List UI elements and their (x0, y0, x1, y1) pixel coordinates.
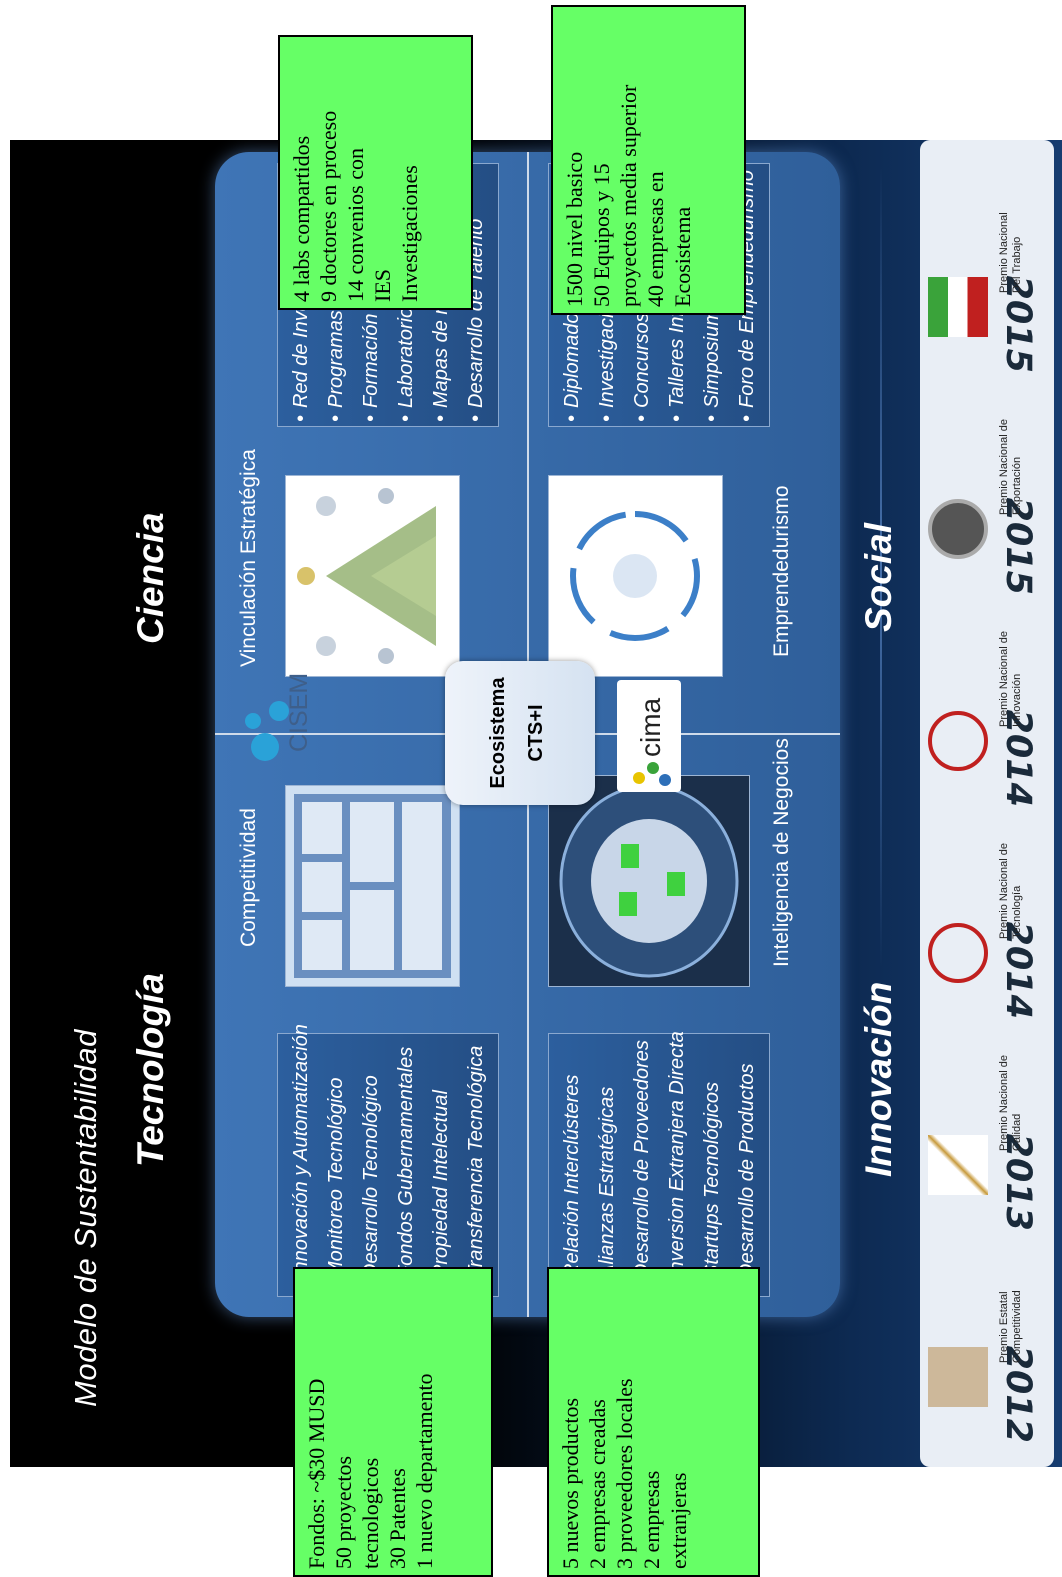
green-box-line: extranjeras (666, 1472, 691, 1570)
list-tecnologia: Innovación y Automatización Monitoreo Te… (277, 1024, 499, 1297)
heading-innovacion: Innovación (858, 981, 899, 1177)
green-box-social: 1500 nivel basico 50 Equipos y 15 proyec… (551, 5, 746, 315)
list-item: Monitoreo Tecnológico (319, 1034, 354, 1279)
list-item: Transferencia Tecnológica (459, 1034, 494, 1278)
label-inteligencia: Inteligencia de Negocios (770, 738, 793, 967)
list-item: Startups Tecnológicos (695, 1034, 730, 1278)
cima-logo-text: cima (635, 697, 666, 757)
list-item: Fondos Gubernamentales (389, 1034, 424, 1278)
green-box-line: Fondos: ~$30 MUSD (304, 1378, 329, 1569)
green-box-line: 2 empresas creadas (585, 1399, 610, 1569)
green-box-line: 2 empresas (639, 1470, 664, 1569)
green-box-ciencia: 4 labs compartidos 9 doctores en proceso… (278, 35, 473, 310)
cima-dots-icon (633, 762, 671, 786)
award-item: 2014 Premio Nacional de Tecnología (920, 833, 1054, 1023)
award-logo-icon (928, 923, 988, 983)
list-item: Inversion Extranjera Directa (660, 1031, 695, 1278)
green-box-line: 50 Equipos y 15 (589, 163, 614, 307)
diagram-title: Modelo de Sustentabilidad (68, 1029, 103, 1407)
award-logo-icon (928, 499, 988, 559)
award-item: 2012 Premio Estatal Competitividad (920, 1257, 1054, 1447)
list-item: Relación Interclústeres (555, 1034, 590, 1278)
green-box-line: 1500 nivel basico (562, 151, 587, 307)
green-box-line: 40 empresas en (643, 171, 668, 307)
green-box-line: 4 labs compartidos (289, 135, 314, 302)
emprendedurismo-cycle-image (548, 475, 723, 677)
network-globe-icon (559, 784, 739, 978)
heading-ciencia: Ciencia (130, 512, 171, 644)
award-item: 2015 Premio Nacional de Exportación (920, 409, 1054, 599)
list-item: Desarrollo de Productos (730, 1034, 765, 1278)
green-box-line: 30 Patentes (385, 1468, 410, 1569)
heading-tecnologia: Tecnología (130, 973, 171, 1167)
cycle-arrows-icon (570, 511, 700, 641)
alliance-triangle-icon (297, 488, 436, 664)
award-logo-icon (928, 277, 988, 337)
green-box-innovacion: 5 nuevos productos 2 empresas creadas 3 … (547, 1267, 760, 1577)
award-caption: Premio Nacional de Exportación (998, 419, 1023, 515)
green-box-line: tecnologicos (358, 1457, 383, 1569)
model-board: Innovación y Automatización Monitoreo Te… (215, 151, 840, 1317)
green-box-line: 1 nuevo departamento (412, 1373, 437, 1570)
label-competitividad: Competitividad (237, 808, 260, 947)
center-line1: Ecosistema (487, 677, 509, 789)
list-item: Alianzas Estratégicas (590, 1034, 625, 1278)
list-item: Desarrollo de Proveedores (625, 1034, 660, 1278)
cisem-logo-text: CISEM (285, 672, 313, 752)
green-box-line: IES (370, 269, 395, 302)
list-item: Desarrollo Tecnológico (354, 1034, 389, 1278)
list-item: Innovación y Automatización (284, 1024, 319, 1278)
green-box-line: Investigaciones (397, 165, 422, 302)
awards-strip: 2012 Premio Estatal Competitividad 2013 … (920, 140, 1054, 1467)
cima-logo (617, 680, 681, 792)
label-emprendedurismo: Emprendedurismo (770, 485, 793, 657)
alliance-diagram-image (285, 475, 460, 677)
rotated-diagram: Modelo de Sustentabilidad Tecnología Cie… (10, 140, 1062, 1467)
center-line2: CTS+I (525, 704, 547, 762)
factory-diagram-icon (294, 794, 451, 978)
award-caption: Premio Nacional de Calidad (998, 1055, 1023, 1151)
green-box-line: 9 doctores en proceso (316, 110, 341, 302)
diagram-canvas: Modelo de Sustentabilidad Tecnología Cie… (10, 140, 1062, 1467)
heading-social: Social (858, 523, 899, 632)
green-box-tecnologia: Fondos: ~$30 MUSD 50 proyectos tecnologi… (293, 1267, 493, 1577)
award-logo-icon (928, 711, 988, 771)
award-caption: Premio Estatal Competitividad (998, 1290, 1023, 1363)
label-vinculacion: Vinculación Estratégica (237, 449, 260, 667)
list-item: Propiedad Intelectual (424, 1034, 459, 1278)
award-caption: Premio Nacional Del Trabajo (998, 212, 1023, 293)
green-box-line: 5 nuevos productos (558, 1397, 583, 1569)
award-caption: Premio Nacional de Innovación (998, 631, 1023, 727)
award-caption: Premio Nacional de Tecnología (998, 843, 1023, 939)
green-box-line: 50 proyectos (331, 1455, 356, 1569)
green-box-line: proyectos media superior (616, 84, 641, 307)
award-item: 2013 Premio Nacional de Calidad (920, 1045, 1054, 1235)
list-innovacion: Relación Interclústeres Alianzas Estraté… (548, 1031, 770, 1297)
award-item: 2014 Premio Nacional de Innovación (920, 621, 1054, 811)
factory-diagram-image (285, 785, 460, 987)
ecosistema-center: Ecosistema CTS+I (445, 661, 595, 805)
supplier-network-image (548, 775, 750, 987)
green-box-line: 14 convenios con (343, 148, 368, 302)
award-item: 2015 Premio Nacional Del Trabajo (920, 187, 1054, 377)
green-box-line: Ecosistema (670, 206, 695, 307)
award-logo-icon (928, 1347, 988, 1407)
green-box-line: 3 proveedores locales (612, 1378, 637, 1569)
cisem-logo-icon (245, 701, 289, 761)
page-footer: Roberto Luis Ibarra Queda prohibida la r… (0, 1462, 1062, 1577)
award-logo-icon (928, 1135, 988, 1195)
